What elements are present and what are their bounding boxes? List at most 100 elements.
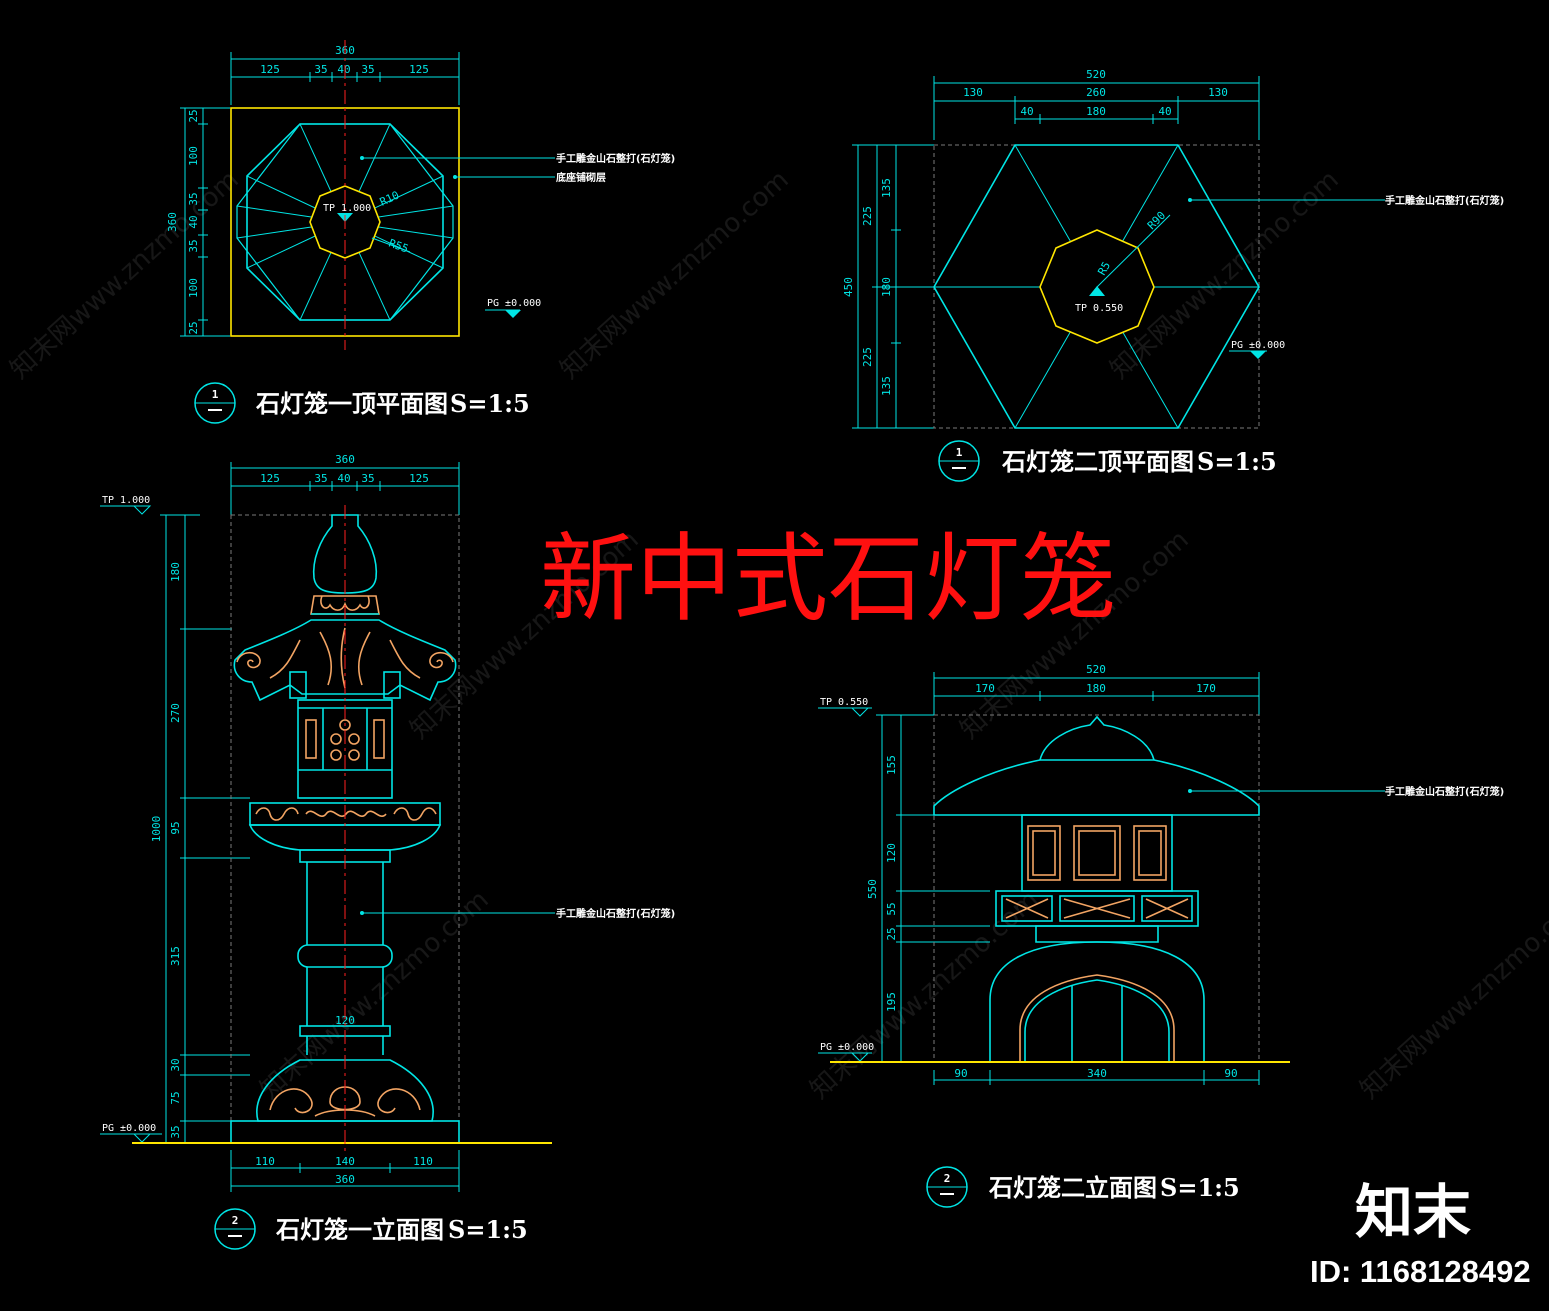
- note-lantern: 手工雕金山石整打(石灯笼): [1385, 194, 1504, 207]
- dim: 30: [169, 1058, 182, 1071]
- roof: [233, 619, 457, 702]
- lantern-two-elevation: 520 170 180 170 550 155 120 55 25 195 TP…: [818, 663, 1504, 1208]
- window: [1138, 830, 1162, 876]
- dim: 155: [885, 755, 898, 775]
- lotus-petals: [269, 1086, 421, 1117]
- lattice-panel: [1141, 895, 1193, 922]
- drawing-scale: S=1:5: [448, 1215, 528, 1244]
- level-marker: [1250, 351, 1266, 359]
- leaders: [360, 156, 555, 179]
- dim: 100: [187, 278, 200, 298]
- bracket: [383, 671, 401, 699]
- d2-plan-left-dims: 450 225 225 135 180 135: [842, 144, 935, 429]
- window: [1133, 825, 1167, 881]
- note-lantern: 手工雕金山石整打(石灯笼): [1385, 785, 1504, 798]
- level-label: TP 1.000: [323, 203, 371, 214]
- level-label: PG ±0.000: [102, 1123, 156, 1134]
- note-base: 底座铺砌层: [556, 171, 606, 184]
- dim: 40: [337, 472, 350, 485]
- drawing-title: 石灯笼二顶平面图: [1001, 447, 1194, 476]
- radius-label: R55: [387, 237, 410, 256]
- dim: 550: [866, 879, 879, 899]
- level-marker: [132, 505, 152, 515]
- drawing-title: 石灯笼二立面图: [988, 1173, 1157, 1202]
- dim: 170: [975, 682, 995, 695]
- level-label: PG ±0.000: [820, 1042, 874, 1053]
- d2-elev-left-dims: 550 155 120 55 25 195: [866, 714, 990, 1063]
- lantern-one-plan: 360 125 35 40 35 125 360 25 100 35 40 35…: [166, 40, 675, 424]
- level-marker: [132, 1133, 152, 1143]
- dim: 125: [260, 472, 280, 485]
- dim: 340: [1087, 1067, 1107, 1080]
- dim: 135: [880, 376, 893, 396]
- base-arch-body: [989, 941, 1205, 1062]
- note-lantern: 手工雕金山石整打(石灯笼): [556, 152, 675, 165]
- lattice-panel: [1001, 895, 1053, 922]
- drawing-scale: S=1:5: [450, 389, 530, 418]
- dim: 225: [861, 206, 874, 226]
- roof-ornament: [269, 627, 421, 689]
- dim: 260: [1086, 86, 1106, 99]
- dim: 75: [169, 1091, 182, 1104]
- drawing-number: 2: [944, 1172, 951, 1185]
- window: [1027, 825, 1061, 881]
- dim: 120: [885, 843, 898, 863]
- d1-elev-left-dims: 1000 180 270 95 315 30 75 35: [150, 514, 250, 1144]
- dim: 55: [885, 902, 898, 915]
- d2-elev-top-dims: 520 170 180 170: [933, 663, 1260, 715]
- watermark-layer: 知末网www.znzmo.com 知末网www.znzmo.com 知末网www…: [5, 165, 1549, 1105]
- dim: 90: [1224, 1067, 1237, 1080]
- d1-elev-top-dims: 360 125 35 40 35 125: [230, 453, 460, 515]
- radius-label: R5: [1095, 260, 1113, 278]
- level-label: TP 1.000: [102, 495, 150, 506]
- drawing-scale: S=1:5: [1160, 1173, 1240, 1202]
- level-marker: [505, 310, 521, 318]
- window: [1078, 830, 1116, 876]
- site-logo: 知末: [1355, 1178, 1471, 1246]
- dim: 90: [954, 1067, 967, 1080]
- drawing-number: 1: [212, 388, 219, 401]
- drawing-title: 石灯笼一立面图: [275, 1215, 444, 1244]
- watermark: 知末网www.znzmo.com: [805, 885, 1045, 1105]
- lattice-panel: [1059, 895, 1135, 922]
- watermark: 知末网www.znzmo.com: [555, 165, 795, 385]
- arch-opening: [1019, 974, 1175, 1062]
- dome: [1039, 715, 1155, 761]
- note-lantern: 手工雕金山石整打(石灯笼): [556, 907, 675, 920]
- d2-elev-bottom-dims: 90 340 90: [933, 1067, 1260, 1085]
- dim: 35: [187, 239, 200, 252]
- neck: [1035, 925, 1159, 943]
- drawing-number: 2: [232, 1214, 239, 1227]
- dim: 35: [314, 63, 327, 76]
- dim-overall: 520: [1086, 68, 1106, 81]
- dim: 225: [861, 347, 874, 367]
- dim: 40: [337, 63, 350, 76]
- dim: 35: [187, 192, 200, 205]
- dim: 315: [169, 946, 182, 966]
- umbrella-roof: [933, 759, 1260, 816]
- drawing-title: 石灯笼一顶平面图: [255, 389, 448, 418]
- d1-plan-left-dims: 360 25 100 35 40 35 100 25: [166, 107, 230, 337]
- ornament-pattern: [255, 807, 437, 821]
- dim: 35: [361, 472, 374, 485]
- level-marker: [850, 707, 870, 717]
- level-marker: [850, 1052, 870, 1062]
- dim: 35: [361, 63, 374, 76]
- dim: 95: [169, 821, 182, 834]
- level-label: PG ±0.000: [1231, 340, 1285, 351]
- dim: 25: [885, 927, 898, 940]
- drawing-number: 1: [956, 446, 963, 459]
- dim: 360: [166, 212, 179, 232]
- watermark: 知末网www.znzmo.com: [1355, 885, 1549, 1105]
- lantern-two-plan: 520 130 260 130 40 180 40 450 225 225 13…: [842, 68, 1504, 482]
- title-block: 1 石灯笼一顶平面图 S=1:5: [194, 382, 530, 424]
- cloud-openings: [330, 719, 360, 761]
- dim: 40: [1158, 105, 1171, 118]
- window-slot: [305, 719, 317, 759]
- dim: 1000: [150, 816, 163, 843]
- level-label: TP 0.550: [1075, 303, 1123, 314]
- dim: 40: [1020, 105, 1033, 118]
- dim: 125: [409, 472, 429, 485]
- window: [1073, 825, 1121, 881]
